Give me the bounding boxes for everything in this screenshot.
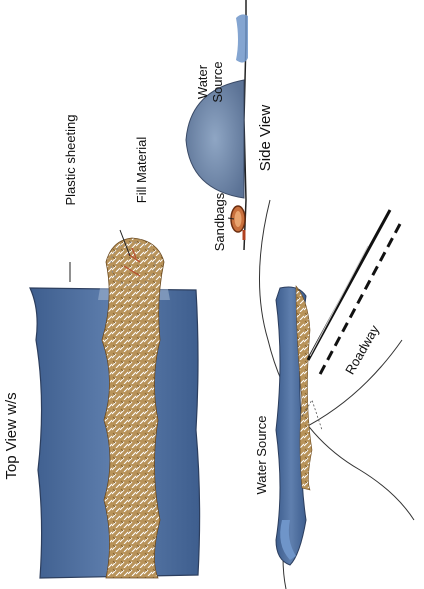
water-source-label-bottom: Water Source xyxy=(254,416,269,495)
fill-material-label: Fill Material xyxy=(134,137,149,204)
roadway-label: Roadway xyxy=(342,322,382,377)
water-source-label-top: WaterSource xyxy=(195,61,225,102)
water-source-pool xyxy=(236,14,248,62)
sandbags-label: Sandbags xyxy=(212,192,227,251)
roadway-diagram xyxy=(259,200,414,589)
plastic-sheeting-label: Plastic sheeting xyxy=(63,114,78,205)
top-view-diagram xyxy=(30,238,200,578)
fill-material-band xyxy=(102,238,164,578)
top-view-label: Top View w/s xyxy=(3,392,20,479)
side-view-label: Side View xyxy=(257,105,274,172)
